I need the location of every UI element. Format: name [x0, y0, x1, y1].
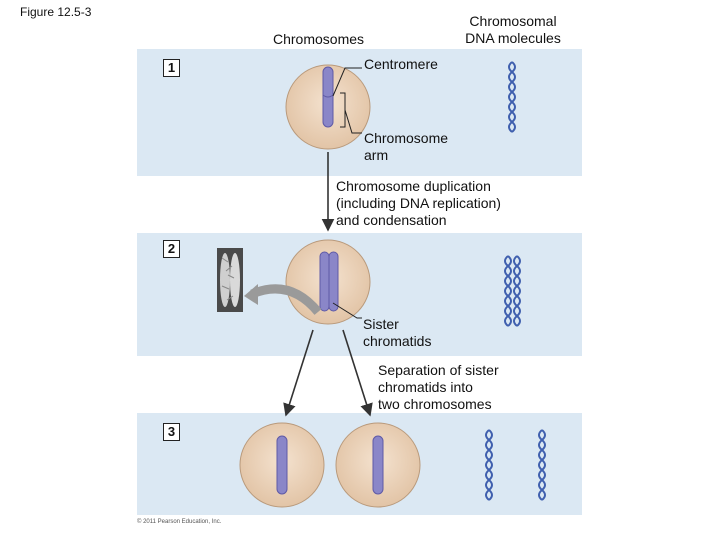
arm-label-line2: arm [364, 147, 389, 163]
chromosome-daughter-right [372, 435, 384, 495]
dna-helix-1 [508, 61, 516, 133]
step-3-badge: 3 [163, 423, 180, 441]
figure-label: Figure 12.5-3 [20, 5, 92, 19]
step-1-badge: 1 [163, 59, 180, 77]
arrow-separation-left [283, 329, 314, 417]
chromosome-daughter-left [276, 435, 288, 495]
separation-label-line3: two chromosomes [378, 396, 492, 412]
dna-header-line2: DNA molecules [465, 30, 561, 46]
separation-label-line2: chromatids into [378, 379, 473, 395]
duplication-label-line2: (including DNA replication) [336, 195, 501, 211]
separation-label-line1: Separation of sister [378, 362, 499, 378]
dna-helix-3b [538, 429, 546, 501]
arrow-separation-right [342, 329, 373, 417]
sister-label-line2: chromatids [363, 333, 432, 349]
centromere-leader [332, 67, 362, 97]
dna-helix-2b [513, 255, 521, 327]
sister-leader [332, 302, 362, 319]
dna-helix-2a [504, 255, 512, 327]
sister-chromatid-left [319, 251, 330, 312]
copyright-text: © 2011 Pearson Education, Inc. [137, 519, 222, 525]
dna-header-line1: Chromosomal [469, 13, 557, 29]
sister-label-line1: Sister [363, 316, 399, 332]
centromere-mark [322, 94, 334, 98]
arm-leader [344, 109, 362, 134]
centromere-label: Centromere [364, 56, 438, 72]
sister-chromatid-right [328, 251, 339, 312]
step-2-badge: 2 [163, 240, 180, 258]
micrograph-arrow [250, 284, 322, 315]
duplication-label-line3: and condensation [336, 212, 447, 228]
duplication-label-line1: Chromosome duplication [336, 178, 491, 194]
chromosomes-header: Chromosomes [273, 31, 365, 47]
micrograph-image [217, 248, 243, 312]
arm-label-line1: Chromosome [364, 130, 449, 146]
dna-helix-3a [485, 429, 493, 501]
